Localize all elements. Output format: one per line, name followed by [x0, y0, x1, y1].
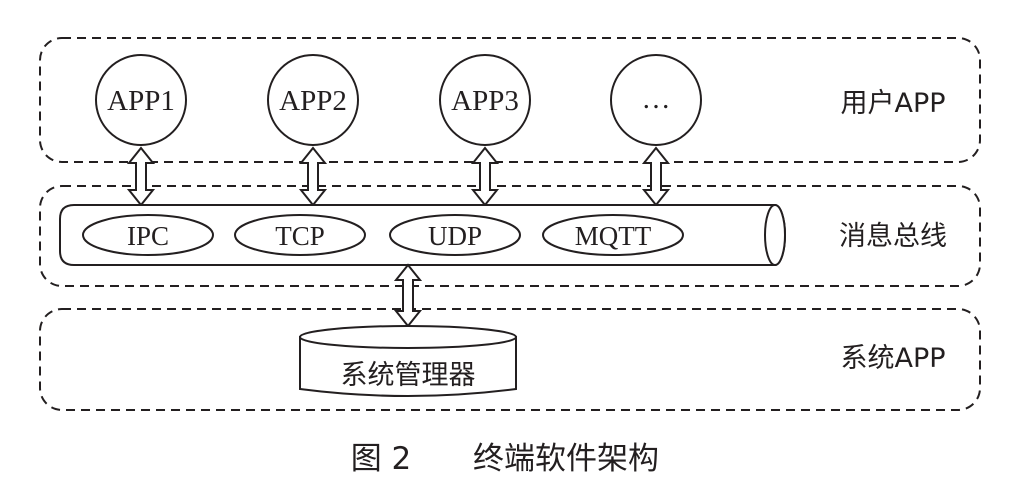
app-circle [610, 54, 702, 146]
system-manager-label: 系统管理器 [341, 360, 476, 391]
protocol-node: IPC [82, 214, 214, 256]
protocol-label: MQTT [575, 221, 652, 251]
double-arrow-app1 [126, 146, 156, 207]
protocol-ellipse [82, 214, 214, 256]
figure-title: 终端软件架构 [473, 441, 659, 477]
app-circle [439, 54, 531, 146]
app-circle [95, 54, 187, 146]
layer-label-system-app: 系统APP [840, 343, 945, 374]
cylinder-body [299, 336, 517, 397]
app-node: … [610, 54, 702, 146]
protocol-ellipse [542, 214, 684, 256]
app-node: APP2 [267, 54, 359, 146]
protocol-node: TCP [234, 214, 366, 256]
app-label: … [642, 83, 671, 115]
protocol-ellipse [234, 214, 366, 256]
figure-number: 图 2 [351, 441, 412, 477]
cylinder-top [299, 325, 517, 349]
app-label: APP2 [279, 85, 347, 117]
system-app-layer-box [39, 308, 981, 411]
app-label: APP1 [107, 85, 175, 117]
app-node: APP1 [95, 54, 187, 146]
layer-label-message-bus: 消息总线 [839, 221, 947, 252]
app-node: APP3 [439, 54, 531, 146]
protocol-node: MQTT [542, 214, 684, 256]
layer-label-user-app: 用户APP [840, 88, 945, 119]
double-arrow-app3 [470, 146, 500, 207]
message-bus-pipe-end [764, 204, 786, 266]
app-circle [267, 54, 359, 146]
system-manager-cylinder: 系统管理器 [299, 325, 517, 397]
app-label: APP3 [451, 85, 519, 117]
protocol-label: UDP [428, 221, 482, 251]
protocol-node: UDP [389, 214, 521, 256]
protocol-label: TCP [275, 221, 325, 251]
double-arrow-app2 [298, 146, 328, 207]
user-app-layer-box [39, 37, 981, 163]
protocol-ellipse [389, 214, 521, 256]
protocol-label: IPC [127, 221, 169, 251]
double-arrow-bus-system [393, 263, 423, 328]
double-arrow-app-more [641, 146, 671, 207]
